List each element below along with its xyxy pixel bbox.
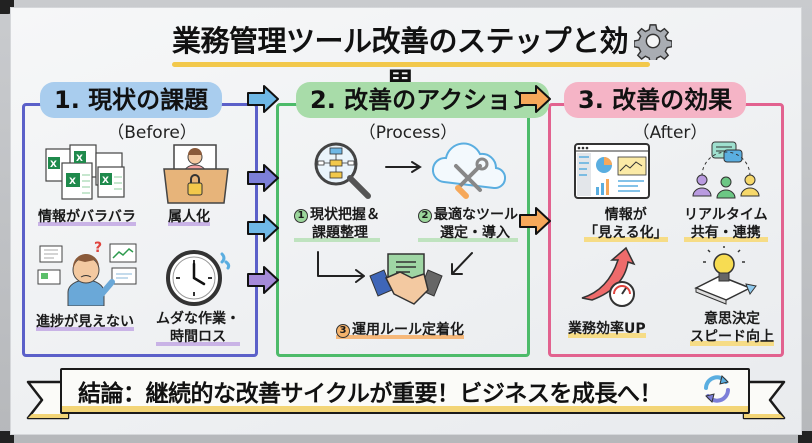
cloud-tools-icon bbox=[432, 142, 506, 199]
arrow-right-icon bbox=[519, 85, 551, 113]
svg-text:X: X bbox=[69, 177, 76, 187]
team-chat-icon bbox=[692, 141, 760, 199]
item-label: 意思決定 スピード向上 bbox=[690, 310, 774, 346]
dashboard-icon bbox=[574, 143, 650, 199]
confused-person-icon: ? bbox=[37, 240, 137, 306]
item-label-line: 共有・連携 bbox=[690, 225, 761, 241]
item-label-line: 時間ロス bbox=[170, 329, 226, 345]
item-label: ムダな作業・ 時間ロス bbox=[156, 310, 240, 346]
item-label-line: スピード向上 bbox=[690, 329, 774, 345]
spreadsheet-files-icon: X X X X bbox=[45, 144, 125, 200]
lightbulb-icon bbox=[694, 246, 757, 305]
item-label-line: 「見える化」 bbox=[584, 225, 668, 241]
section-after-subheading: （After） bbox=[632, 123, 708, 143]
item-label: 情報が 「見える化」 bbox=[584, 206, 668, 242]
svg-text:?: ? bbox=[94, 240, 102, 256]
step-label-line: 最適なツール bbox=[434, 207, 518, 223]
arrow-right-icon bbox=[247, 85, 279, 113]
item-label-line: リアルタイム bbox=[684, 207, 768, 223]
locked-box-icon bbox=[163, 144, 229, 204]
item-label: 進捗が見えない bbox=[36, 314, 134, 330]
step-label-line: 現状把握＆ bbox=[310, 207, 380, 223]
section-before-subheading: （Before） bbox=[107, 123, 197, 143]
svg-text:X: X bbox=[102, 176, 109, 186]
step-number-badge: 3 bbox=[336, 324, 350, 338]
item-label: 属人化 bbox=[168, 209, 210, 225]
arrow-right-icon bbox=[247, 214, 279, 242]
magnifier-flowchart-icon bbox=[314, 142, 371, 199]
cycle-arrows-icon bbox=[704, 375, 730, 403]
item-label-line: 情報が bbox=[604, 207, 647, 223]
svg-text:X: X bbox=[50, 160, 57, 170]
item-label-line: 意思決定 bbox=[704, 311, 760, 327]
step-label-line: 選定・導入 bbox=[440, 225, 510, 241]
arrow-right-icon bbox=[519, 207, 551, 235]
arrow-right-icon bbox=[247, 164, 279, 192]
handshake-icon bbox=[369, 253, 443, 305]
section-process-heading: 2. 改善のアクション bbox=[296, 82, 549, 118]
clock-icon bbox=[166, 250, 231, 306]
section-before-heading: 1. 現状の課題 bbox=[40, 82, 223, 118]
step-label-line: 運用ルール定着化 bbox=[352, 322, 464, 338]
step-number-badge: 2 bbox=[418, 209, 432, 223]
item-label: 情報がバラバラ bbox=[38, 209, 136, 225]
arrow-down-right-icon bbox=[317, 251, 365, 283]
board-surface bbox=[10, 7, 802, 435]
item-label: リアルタイム 共有・連携 bbox=[684, 206, 768, 242]
arrow-down-left-icon bbox=[451, 252, 473, 275]
section-after-heading: 3. 改善の効果 bbox=[564, 82, 747, 118]
growth-arrow-gauge-icon bbox=[581, 246, 636, 307]
item-label-line: ムダな作業・ bbox=[156, 311, 240, 327]
title-area: 業務管理ツール改善のステップと効果 bbox=[160, 12, 672, 100]
gear-icon bbox=[634, 24, 672, 60]
item-label: 業務効率UP bbox=[568, 321, 646, 337]
conclusion-text: 結論：継続的な改善サイクルが重要！ビジネスを成長へ！ bbox=[78, 381, 662, 407]
svg-text:X: X bbox=[76, 154, 83, 164]
section-process-subheading: （Process） bbox=[358, 123, 458, 143]
arrow-right-icon bbox=[247, 266, 279, 294]
arrow-right-icon bbox=[385, 161, 422, 173]
title-underline bbox=[172, 62, 650, 67]
step-number-badge: 1 bbox=[294, 209, 308, 223]
step-label-line: 課題整理 bbox=[312, 225, 368, 241]
conclusion-banner bbox=[60, 368, 750, 414]
